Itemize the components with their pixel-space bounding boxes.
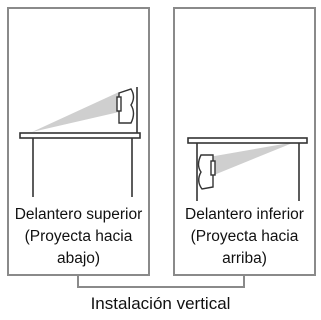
panel-front-top: Delantero superior (Proyecta hacia abajo… xyxy=(7,7,150,276)
projector-icon xyxy=(116,88,135,124)
caption-front-top: Delantero superior (Proyecta hacia abajo… xyxy=(9,204,148,270)
projection-beam xyxy=(209,142,295,177)
caption-line: abajo) xyxy=(56,250,101,267)
caption-line: Delantero superior xyxy=(14,206,143,223)
installation-label: Instalación vertical xyxy=(90,294,231,313)
caption-line: arriba) xyxy=(222,250,267,267)
table xyxy=(187,137,308,201)
caption-line: Delantero inferior xyxy=(185,206,304,223)
caption-line: (Proyecta hacia xyxy=(24,228,133,245)
front-bottom-illustration xyxy=(187,137,308,201)
projection-beam xyxy=(32,92,119,132)
caption-line: (Proyecta hacia xyxy=(190,228,299,245)
table xyxy=(19,132,141,197)
panel-front-bottom: Delantero inferior (Proyecta hacia arrib… xyxy=(173,7,316,276)
caption-front-bottom: Delantero inferior (Proyecta hacia arrib… xyxy=(175,204,314,270)
projector-icon xyxy=(197,154,216,190)
front-top-illustration xyxy=(19,87,141,197)
